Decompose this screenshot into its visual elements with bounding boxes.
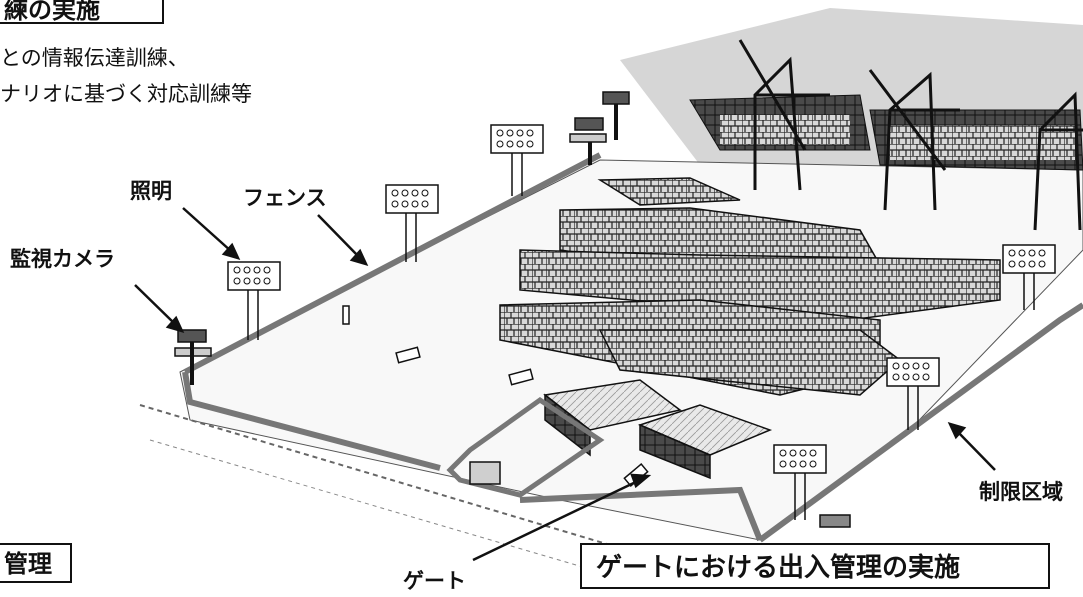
arrow-lighting — [182, 207, 241, 260]
annotation-arrows — [134, 207, 996, 562]
label-camera: 監視カメラ — [10, 247, 115, 271]
gantry-cranes — [738, 39, 1083, 231]
label-lighting: 照明 — [130, 179, 172, 203]
stack-row-3 — [519, 249, 1001, 321]
ships — [689, 94, 1083, 171]
camera-3 — [602, 91, 630, 140]
gate-facilities — [446, 379, 773, 498]
vehicle-1 — [395, 346, 421, 364]
camera-1 — [174, 329, 212, 385]
gate-control-heading: ゲートにおける出入管理の実施 — [596, 553, 961, 583]
camera-2 — [569, 117, 607, 165]
stack-row-5 — [598, 329, 902, 396]
gate-control-box: ゲートにおける出入管理の実施 — [580, 543, 1050, 589]
gate-booth — [469, 461, 501, 485]
label-fence: フェンス — [243, 186, 327, 210]
container-stacks — [499, 177, 1001, 396]
road-edge — [139, 404, 611, 546]
label-restricted-area: 制限区域 — [979, 480, 1063, 504]
training-heading: 練の実施 — [4, 0, 100, 24]
training-bullet-2: ナリオに基づく対応訓練等 — [0, 82, 252, 106]
fence-line — [182, 152, 1083, 543]
vehicle-3 — [342, 305, 350, 325]
crane-3 — [1033, 91, 1083, 231]
ship-cargo-1 — [720, 115, 850, 145]
surveillance-cameras — [174, 91, 630, 385]
arrow-restricted-area — [947, 422, 996, 471]
management-heading: 管理 — [4, 550, 52, 578]
label-gate: ゲート — [403, 569, 466, 593]
stack-row-1 — [597, 177, 741, 206]
light-tower-6 — [773, 444, 827, 520]
vehicle-2 — [508, 368, 534, 386]
arrow-gate — [472, 473, 652, 562]
gate-loop-road — [446, 396, 605, 498]
management-heading-box: 管理 — [0, 543, 72, 583]
arrow-fence — [317, 214, 369, 266]
light-lamps — [233, 129, 1046, 468]
training-heading-box: 練の実施 — [0, 0, 164, 24]
crane-2 — [868, 69, 960, 211]
arrow-camera — [134, 284, 185, 333]
crane-1 — [738, 39, 830, 191]
vehicle-5 — [819, 514, 851, 528]
light-tower-1 — [227, 261, 281, 340]
training-bullet-1: との情報伝達訓練、 — [0, 46, 189, 70]
